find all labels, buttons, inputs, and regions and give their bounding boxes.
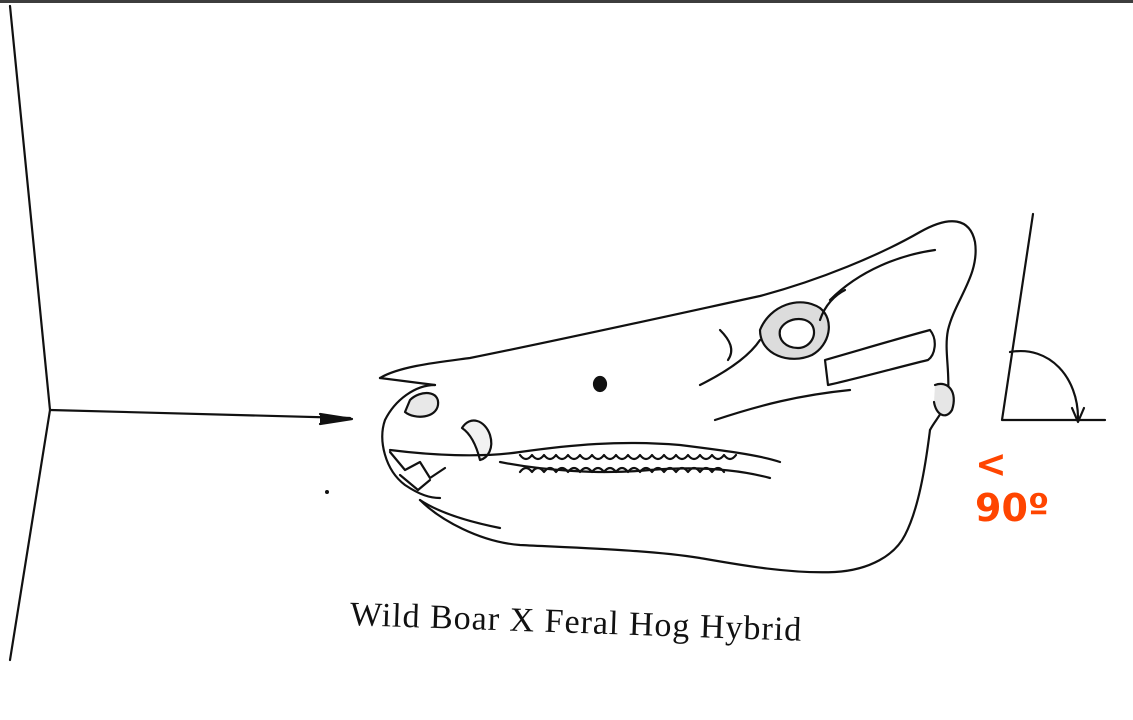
angle-label-line2: 90º <box>975 486 1065 530</box>
angle-label: < 90º <box>975 442 1065 530</box>
skull-drawing <box>380 221 976 572</box>
angle-label-line1: < <box>975 442 1065 486</box>
angle-arc-icon <box>1002 214 1105 422</box>
frame-lines <box>10 6 352 660</box>
